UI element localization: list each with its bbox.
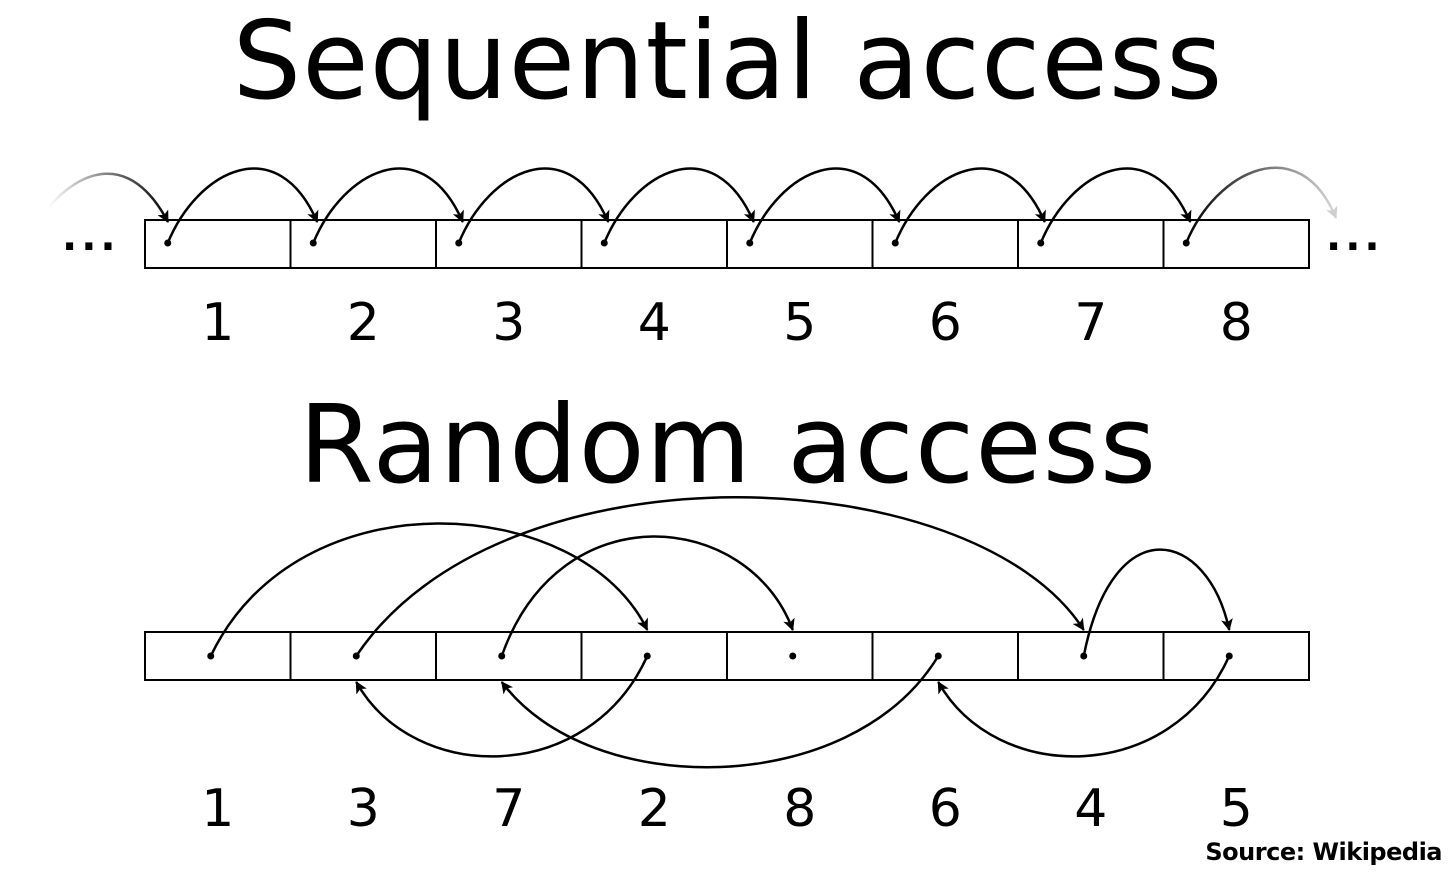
sequential-arrow xyxy=(166,167,319,244)
source-credit: Source: Wikipedia xyxy=(1205,838,1442,866)
sequential-label-6: 6 xyxy=(929,293,962,353)
random-cell-5 xyxy=(726,631,874,681)
sequential-label-2: 2 xyxy=(347,293,380,353)
sequential-label-3: 3 xyxy=(492,293,525,353)
random-diagram: 1 3 7 2 8 6 4 5 xyxy=(144,496,1310,839)
incoming-arrow xyxy=(47,172,170,223)
sequential-arrow xyxy=(1039,167,1192,244)
outgoing-arrow xyxy=(1185,166,1338,244)
random-arrow xyxy=(355,496,1085,657)
random-label-6: 6 xyxy=(929,779,962,839)
random-arrow xyxy=(355,655,649,758)
random-dot xyxy=(789,652,797,660)
random-cell-6 xyxy=(871,631,1019,681)
random-access-title: Random access xyxy=(298,383,1158,508)
ellipsis-right: ... xyxy=(1326,214,1384,260)
sequential-cell-6 xyxy=(871,219,1019,269)
sequential-access-title: Sequential access xyxy=(232,0,1224,124)
random-label-5: 8 xyxy=(783,779,816,839)
random-label-7: 4 xyxy=(1074,779,1107,839)
random-arrow xyxy=(209,522,649,657)
random-arrow xyxy=(500,655,940,769)
random-label-2: 3 xyxy=(347,779,380,839)
random-label-4: 2 xyxy=(638,779,671,839)
sequential-arrow xyxy=(457,167,610,244)
random-cell-2 xyxy=(289,631,437,681)
random-label-1: 1 xyxy=(201,779,234,839)
random-cell-8 xyxy=(1162,631,1310,681)
sequential-diagram: 1 2 3 4 5 6 7 8 xyxy=(47,166,1338,353)
random-label-3: 7 xyxy=(492,779,525,839)
sequential-arrow xyxy=(748,167,901,244)
sequential-label-4: 4 xyxy=(638,293,671,353)
sequential-label-7: 7 xyxy=(1074,293,1107,353)
random-cell-4 xyxy=(580,631,728,681)
random-cell-7 xyxy=(1017,631,1165,681)
random-label-8: 5 xyxy=(1220,779,1253,839)
sequential-label-5: 5 xyxy=(783,293,816,353)
random-arrow xyxy=(937,655,1231,758)
sequential-arrow xyxy=(894,167,1046,244)
sequential-arrow xyxy=(312,167,464,244)
ellipsis-left: ... xyxy=(62,214,120,260)
sequential-arrow xyxy=(603,167,755,244)
random-arrow xyxy=(500,535,795,657)
random-arrow xyxy=(1082,548,1233,657)
sequential-label-8: 8 xyxy=(1220,293,1253,353)
sequential-label-1: 1 xyxy=(201,293,234,353)
random-cell-1 xyxy=(144,631,292,681)
